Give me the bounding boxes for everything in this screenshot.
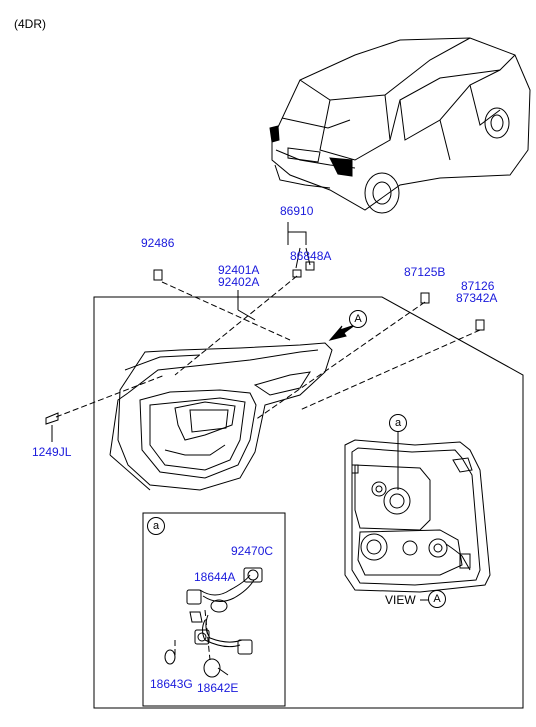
view-detail-a-marker: a	[389, 414, 407, 432]
part-18642e[interactable]: 18642E	[197, 681, 239, 695]
part-87126[interactable]: 87126	[461, 279, 495, 293]
view-a-drawing	[344, 439, 491, 593]
view-label: VIEW	[385, 593, 416, 607]
part-86848a[interactable]: 86848A	[290, 249, 332, 263]
part-86910[interactable]: 86910	[280, 204, 314, 218]
part-18643g[interactable]: 18643G	[150, 677, 193, 691]
tail-lamp-assembly	[109, 342, 333, 491]
part-92486[interactable]: 92486	[141, 236, 175, 250]
part-92401a[interactable]: 92401A	[218, 263, 260, 277]
view-label-letter: A	[428, 590, 446, 608]
view-a-marker: A	[349, 310, 367, 328]
part-87125b[interactable]: 87125B	[404, 265, 446, 279]
part-18644a[interactable]: 18644A	[194, 570, 236, 584]
part-1249jl[interactable]: 1249JL	[32, 445, 72, 459]
variant-label: (4DR)	[14, 17, 46, 31]
car-illustration	[271, 37, 531, 214]
part-87342a[interactable]: 87342A	[456, 291, 498, 305]
detail-a-marker: a	[147, 517, 165, 535]
socket-wiring	[186, 567, 263, 655]
part-92470c[interactable]: 92470C	[231, 544, 274, 558]
part-92402a[interactable]: 92402A	[218, 275, 260, 289]
